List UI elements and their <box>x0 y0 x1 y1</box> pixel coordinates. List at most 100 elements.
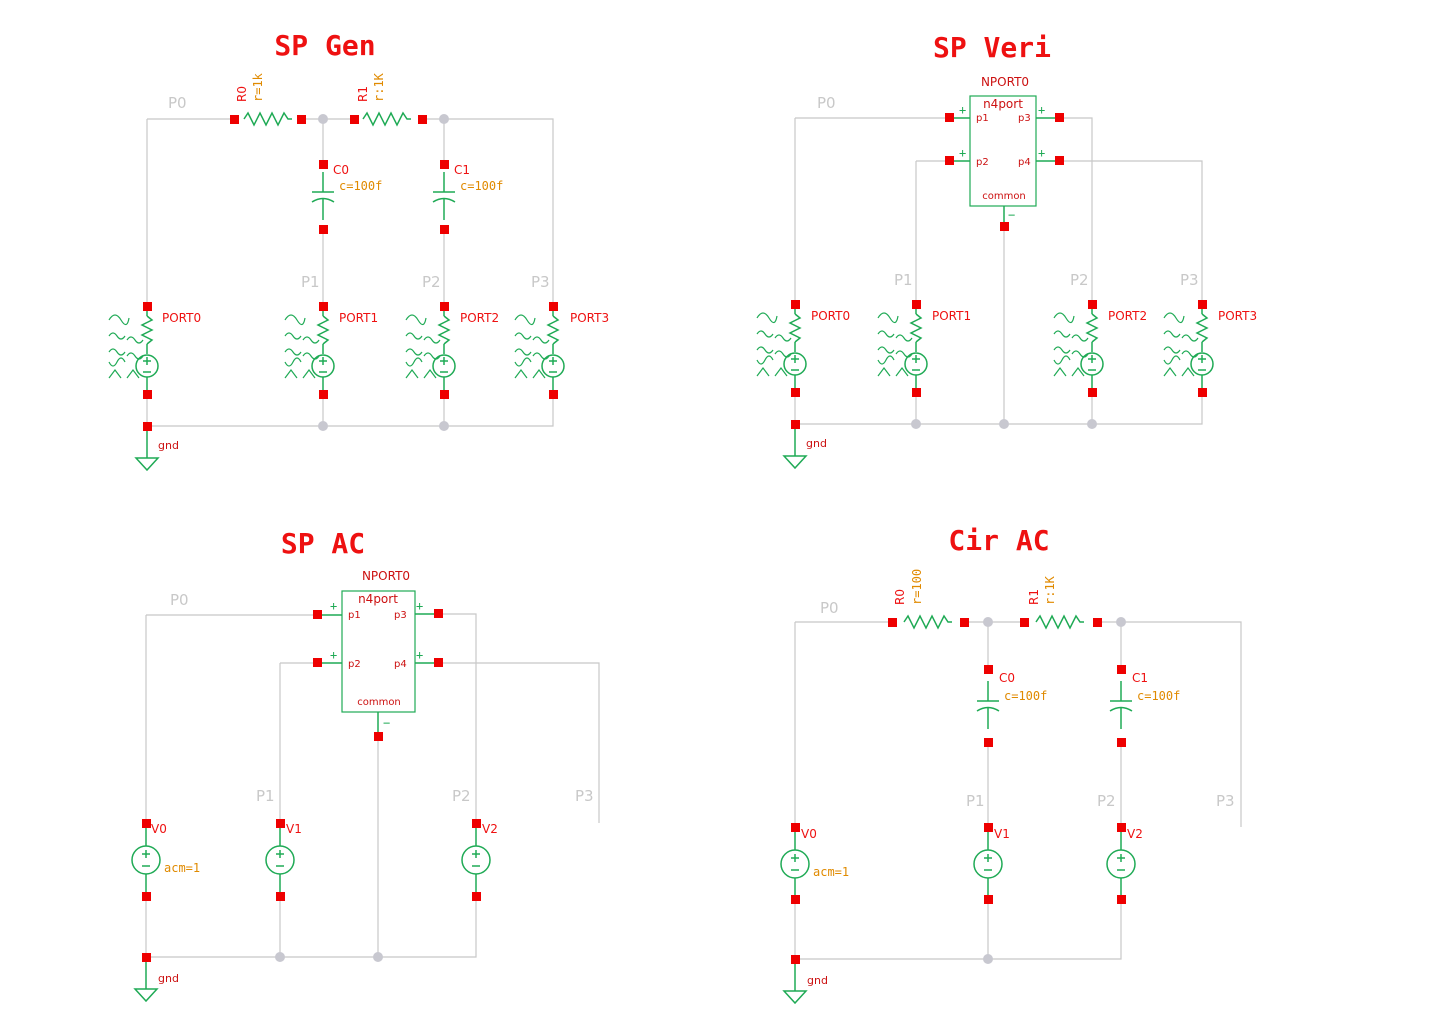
svg-text:R0: R0 <box>893 589 907 605</box>
voltage-source: V0 acm=1 <box>131 821 200 899</box>
pin-markers <box>791 618 1126 964</box>
svg-text:+: + <box>1038 103 1045 117</box>
capacitor: C0 c=100f <box>976 671 1047 730</box>
svg-text:PORT1: PORT1 <box>932 309 971 323</box>
svg-text:+: + <box>959 103 966 117</box>
voltage-source: V0 acm=1 <box>780 825 849 903</box>
ground-symbol: gnd <box>135 425 179 471</box>
svg-text:c=100f: c=100f <box>1137 689 1180 703</box>
net-label: P2 <box>1097 792 1116 810</box>
svg-text:c=100f: c=100f <box>460 179 503 193</box>
svg-text:p3: p3 <box>394 610 407 621</box>
svg-text:p2: p2 <box>348 659 361 670</box>
svg-text:acm=1: acm=1 <box>164 861 200 875</box>
svg-text:r=1k: r=1k <box>251 72 265 102</box>
svg-text:r:1K: r:1K <box>1043 575 1057 605</box>
net-label: P3 <box>531 273 550 291</box>
svg-text:R0: R0 <box>235 86 249 102</box>
svg-text:n4port: n4port <box>983 97 1023 111</box>
svg-text:−: − <box>383 716 390 730</box>
net-label: P3 <box>575 787 594 805</box>
port-source: PORT3 <box>514 305 609 395</box>
svg-text:+: + <box>330 599 337 613</box>
net-label: P3 <box>1180 271 1199 289</box>
svg-text:R1: R1 <box>1027 589 1041 605</box>
net-label: P1 <box>894 271 913 289</box>
svg-text:common: common <box>357 697 401 708</box>
net-label: P1 <box>301 273 320 291</box>
net-label: P2 <box>1070 271 1089 289</box>
svg-text:r=100: r=100 <box>910 569 924 605</box>
panel-sp-gen: SP Gen P0 P1 P2 P3 R0 r=1k R1 r:1K C0 c=… <box>108 29 609 471</box>
svg-text:V1: V1 <box>286 822 302 836</box>
svg-text:PORT0: PORT0 <box>162 311 201 325</box>
svg-text:gnd: gnd <box>158 972 179 985</box>
svg-text:R1: R1 <box>356 86 370 102</box>
svg-text:acm=1: acm=1 <box>813 865 849 879</box>
panel-sp-ac: SP AC NPORT0 n4port p1 p2 p3 p4 common +… <box>131 527 600 1002</box>
panel-sp-veri: SP Veri NPORT0 n4port p1 p2 p3 p4 common… <box>756 31 1257 469</box>
net-label: P0 <box>820 599 839 617</box>
resistor: R1 r:1K <box>1027 575 1085 629</box>
svg-text:+: + <box>330 648 337 662</box>
svg-text:C0: C0 <box>333 163 349 177</box>
pin-markers <box>791 113 1207 429</box>
svg-text:NPORT0: NPORT0 <box>362 569 410 583</box>
svg-text:gnd: gnd <box>158 439 179 452</box>
svg-text:PORT3: PORT3 <box>570 311 609 325</box>
nport-block: NPORT0 n4port p1 p2 p3 p4 common + + + + − <box>321 569 434 732</box>
svg-text:c=100f: c=100f <box>339 179 382 193</box>
svg-text:+: + <box>416 599 423 613</box>
svg-text:p3: p3 <box>1018 113 1031 124</box>
voltage-source: V1 <box>265 821 302 899</box>
svg-text:+: + <box>416 648 423 662</box>
resistor: R0 r=100 <box>893 569 953 629</box>
svg-text:+: + <box>1038 146 1045 160</box>
svg-text:gnd: gnd <box>806 437 827 450</box>
svg-text:p4: p4 <box>1018 157 1031 168</box>
panel-title: Cir AC <box>948 524 1049 557</box>
svg-text:+: + <box>959 146 966 160</box>
svg-text:PORT2: PORT2 <box>1108 309 1147 323</box>
svg-text:n4port: n4port <box>358 592 398 606</box>
capacitor: C0 c=100f <box>311 163 382 221</box>
svg-text:V1: V1 <box>994 827 1010 841</box>
port-source: PORT0 <box>756 303 850 393</box>
pin-markers <box>143 115 558 431</box>
svg-text:V0: V0 <box>151 822 167 836</box>
svg-text:PORT2: PORT2 <box>460 311 499 325</box>
port-source: PORT1 <box>877 303 971 393</box>
panel-title: SP Veri <box>933 31 1051 64</box>
net-label: P1 <box>256 787 275 805</box>
svg-text:C1: C1 <box>1132 671 1148 685</box>
svg-text:PORT3: PORT3 <box>1218 309 1257 323</box>
svg-text:NPORT0: NPORT0 <box>981 75 1029 89</box>
svg-text:p1: p1 <box>348 610 361 621</box>
svg-text:p2: p2 <box>976 157 989 168</box>
svg-text:common: common <box>982 191 1026 202</box>
svg-text:p4: p4 <box>394 659 407 670</box>
svg-text:PORT0: PORT0 <box>811 309 850 323</box>
port-source: PORT2 <box>405 305 499 395</box>
svg-text:C1: C1 <box>454 163 470 177</box>
net-label: P2 <box>422 273 441 291</box>
voltage-source: V1 <box>973 825 1010 903</box>
ground-symbol: gnd <box>783 423 827 469</box>
svg-text:C0: C0 <box>999 671 1015 685</box>
port-source: PORT1 <box>284 305 378 395</box>
svg-text:V2: V2 <box>482 822 498 836</box>
svg-text:V2: V2 <box>1127 827 1143 841</box>
resistor: R0 r=1k <box>235 72 293 126</box>
voltage-source: V2 <box>461 821 498 899</box>
net-label: P0 <box>168 94 187 112</box>
nport-block: NPORT0 n4port p1 p2 p3 p4 common ++ ++ − <box>953 75 1055 222</box>
voltage-source: V2 <box>1106 825 1143 903</box>
capacitor: C1 c=100f <box>432 163 503 221</box>
panel-cir-ac: Cir AC P0 P1 P2 P3 R0 r=100 R1 r:1K C0 c… <box>780 524 1242 1004</box>
net-label: P2 <box>452 787 471 805</box>
svg-text:gnd: gnd <box>807 974 828 987</box>
net-label: P3 <box>1216 792 1235 810</box>
svg-text:r:1K: r:1K <box>372 72 386 102</box>
svg-text:−: − <box>1008 208 1015 222</box>
capacitor: C1 c=100f <box>1109 671 1180 730</box>
